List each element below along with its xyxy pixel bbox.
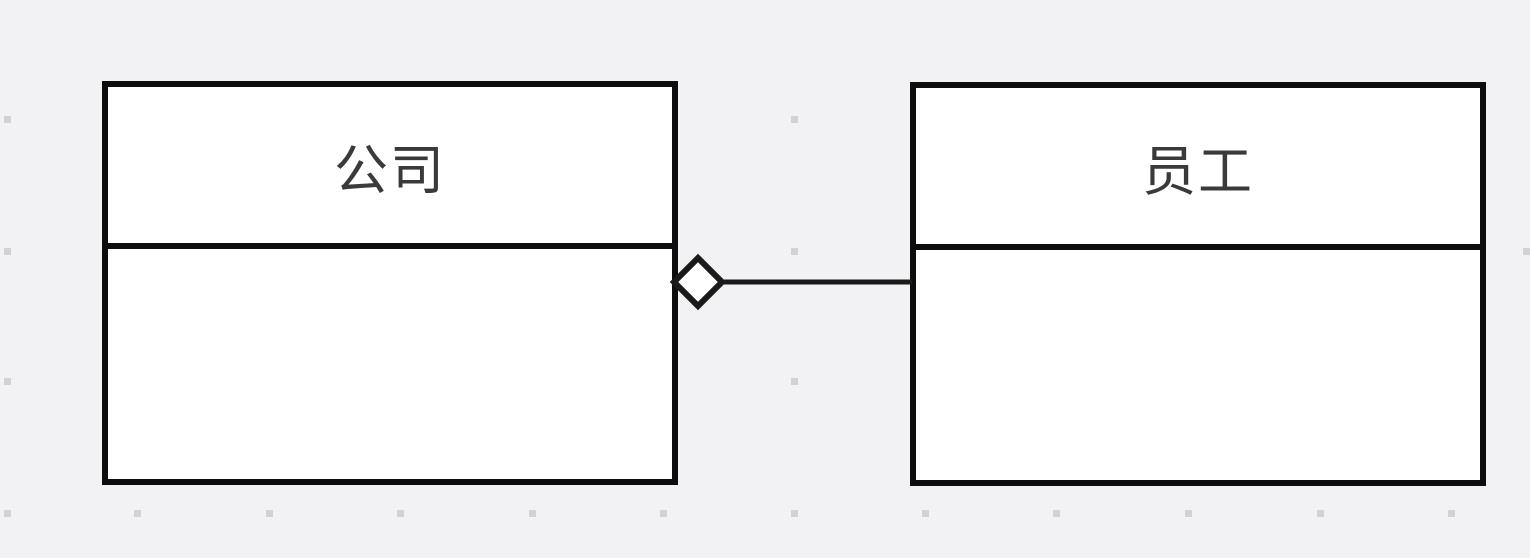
grid-dot bbox=[1317, 510, 1324, 517]
grid-dot bbox=[1185, 510, 1192, 517]
grid-dot bbox=[1523, 248, 1530, 255]
grid-dot bbox=[922, 510, 929, 517]
grid-dot bbox=[791, 248, 798, 255]
grid-dot bbox=[660, 510, 667, 517]
grid-dot bbox=[1448, 510, 1455, 517]
grid-dot bbox=[1053, 510, 1060, 517]
grid-dot bbox=[791, 378, 798, 385]
class-name-employee: 员工 bbox=[916, 88, 1480, 250]
grid-dot bbox=[134, 510, 141, 517]
grid-dot bbox=[4, 510, 11, 517]
class-box-company[interactable]: 公司 bbox=[102, 81, 678, 485]
grid-dot bbox=[397, 510, 404, 517]
grid-dot bbox=[4, 378, 11, 385]
grid-dot bbox=[529, 510, 536, 517]
class-name-company: 公司 bbox=[108, 87, 672, 249]
aggregation-diamond-icon bbox=[669, 253, 727, 311]
class-box-employee[interactable]: 员工 bbox=[910, 82, 1486, 486]
grid-dot bbox=[791, 116, 798, 123]
grid-dot bbox=[4, 116, 11, 123]
grid-dot bbox=[266, 510, 273, 517]
grid-dot bbox=[791, 510, 798, 517]
grid-dot bbox=[4, 248, 11, 255]
